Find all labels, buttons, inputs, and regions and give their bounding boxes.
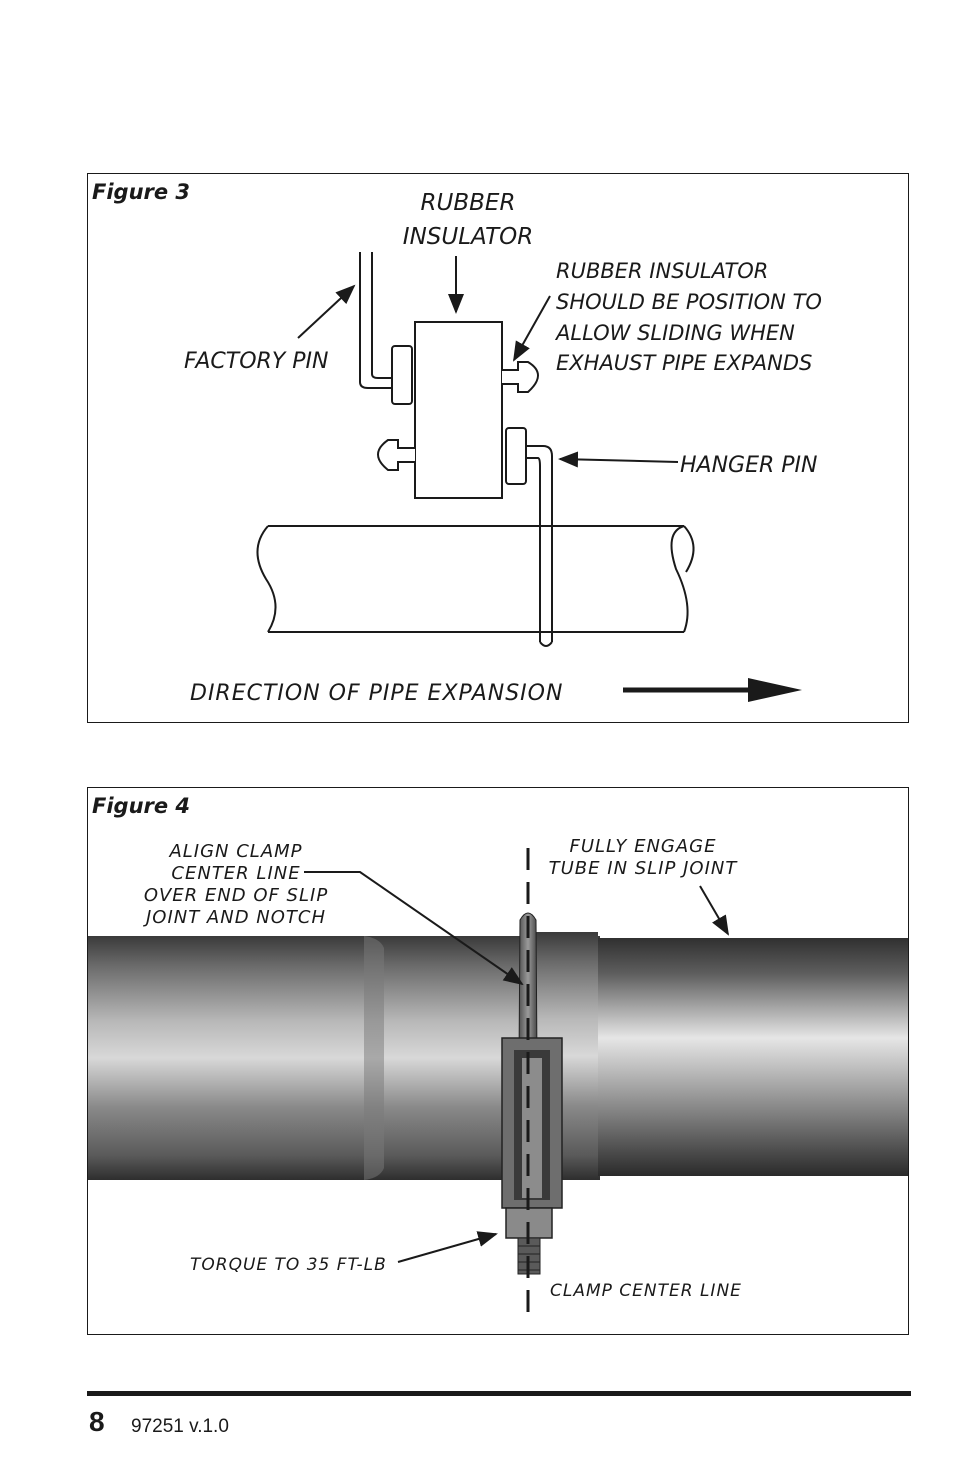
engage-label-2: TUBE IN SLIP JOINT — [549, 858, 739, 879]
note-label-3: ALLOW SLIDING WHEN — [554, 321, 795, 345]
figure-3-diagram: RUBBER INSULATOR FACTORY PIN RUBBER INSU… — [184, 190, 822, 706]
hanger-pin — [526, 445, 553, 642]
direction-arrow-head — [748, 678, 802, 702]
lower-left-pin-cap — [377, 439, 415, 471]
note-arrow — [513, 295, 551, 362]
rubber-insulator-label-2: INSULATOR — [403, 224, 533, 250]
torque-label: TORQUE TO 35 FT-LB — [190, 1255, 387, 1275]
torque-leader — [397, 1231, 498, 1263]
exhaust-pipe — [268, 525, 684, 633]
factory-pin — [359, 252, 392, 389]
footer-rule — [87, 1391, 911, 1396]
lower-right-washer — [505, 427, 527, 485]
figure-3-title: Figure 3 — [92, 180, 191, 204]
align-label-3: OVER END OF SLIP — [144, 885, 328, 906]
upper-right-pin-cap — [502, 361, 539, 393]
engage-label-1: FULLY ENGAGE — [570, 836, 717, 857]
page-number: 8 — [89, 1406, 105, 1437]
figure-3-panel: RUBBER INSULATOR FACTORY PIN RUBBER INSU… — [87, 173, 909, 723]
note-label-4: EXHAUST PIPE EXPANDS — [556, 351, 812, 375]
document-id: 97251 v.1.0 — [131, 1416, 229, 1437]
upper-left-washer — [391, 345, 413, 405]
note-label-1: RUBBER INSULATOR — [556, 259, 768, 283]
engage-leader — [699, 885, 730, 936]
slip-joint-transition — [364, 936, 384, 1180]
note-label-2: SHOULD BE POSITION TO — [556, 290, 822, 314]
clamp-center-label: CLAMP CENTER LINE — [550, 1281, 742, 1301]
figure-4-panel: ALIGN CLAMP CENTER LINE OVER END OF SLIP… — [87, 787, 909, 1335]
hanger-pin-arrow — [558, 451, 679, 468]
rubber-insulator-block — [414, 321, 503, 499]
hanger-pin-label: HANGER PIN — [680, 453, 818, 478]
factory-pin-label: FACTORY PIN — [184, 349, 328, 374]
align-label-1: ALIGN CLAMP — [168, 841, 302, 862]
align-label-4: JOINT AND NOTCH — [143, 907, 326, 928]
align-label-2: CENTER LINE — [171, 863, 300, 884]
factory-pin-arrow — [297, 284, 356, 339]
align-leader — [304, 871, 524, 986]
figure-4-title: Figure 4 — [92, 794, 191, 818]
rubber-insulator-label-1: RUBBER — [421, 190, 516, 216]
figure-4-photo: ALIGN CLAMP CENTER LINE OVER END OF SLIP… — [88, 836, 908, 1322]
direction-label: DIRECTION OF PIPE EXPANSION — [190, 681, 563, 706]
right-pipe — [594, 938, 908, 1176]
